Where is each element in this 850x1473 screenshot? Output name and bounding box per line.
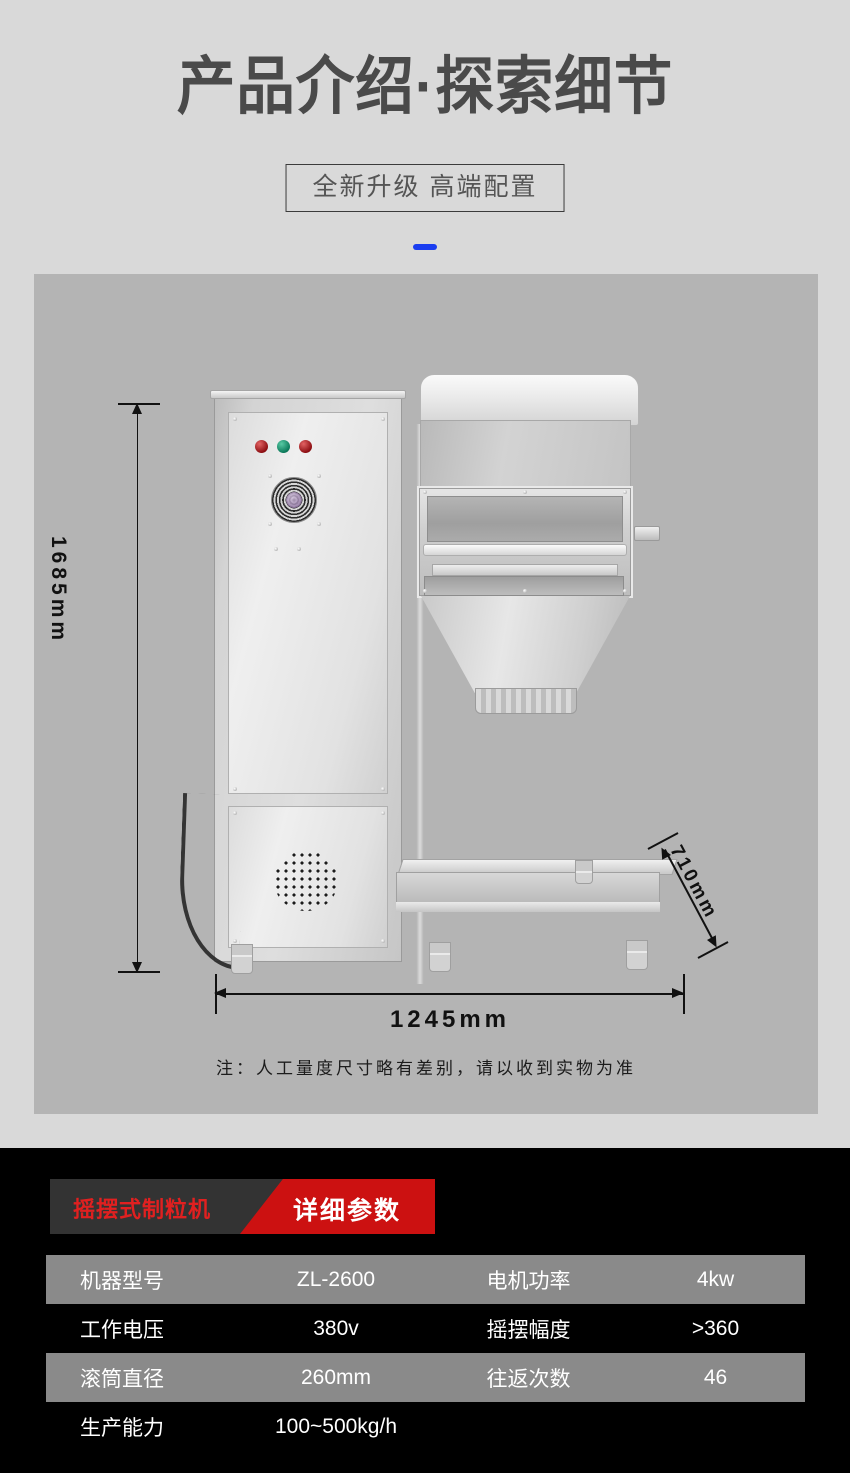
spec-banner-title: 详细参数 (293, 1197, 402, 1225)
spec-value: 260mm (300, 1365, 372, 1389)
dimension-label-depth: 710mm (665, 842, 722, 923)
side-adjustment-knob (634, 526, 660, 541)
discharge-funnel (421, 596, 630, 694)
cooling-fan-grille-icon (271, 477, 317, 523)
product-photo-panel: 1685mm 1245mm 710mm 注：人工量度尺寸略有差别，请以收到实物为… (34, 274, 818, 1114)
screw (623, 589, 627, 593)
dimension-arrow-icon (214, 988, 226, 998)
cabinet-upper-door-panel (228, 412, 388, 794)
adjustable-foot (231, 944, 253, 974)
spec-value: 380v (313, 1316, 359, 1340)
spec-label: 电机功率 (486, 1269, 571, 1293)
screw (381, 939, 385, 943)
dimension-arrow-icon (132, 403, 142, 414)
table-row: 滚筒直径 260mm 往返次数 46 (46, 1353, 805, 1402)
page-header: 产品介绍·探索细节 全新升级 高端配置 (0, 0, 850, 274)
indicator-lamp-red-icon (255, 440, 268, 453)
screw (381, 811, 385, 815)
spec-table: 机器型号 ZL-2600 电机功率 4kw 工作电压 380v 摇摆幅度 >36… (46, 1255, 805, 1451)
adjustable-foot (626, 940, 648, 970)
sieve-rail (432, 564, 618, 576)
dimension-tick (683, 974, 685, 1014)
screw (381, 787, 385, 791)
spec-value: 100~500kg/h (274, 1414, 398, 1438)
sieve-lower-housing (424, 576, 624, 596)
screw (233, 787, 237, 791)
screw (268, 474, 272, 478)
base-platform-front-edge (396, 902, 660, 912)
screw (268, 522, 272, 526)
product-machine-illustration: 1685mm 1245mm 710mm 注：人工量度尺寸略有差别，请以收到实物为… (34, 274, 818, 1114)
spec-banner: 摇摆式制粒机 详细参数 (50, 1179, 435, 1234)
subtitle-text: 全新升级 高端配置 (312, 173, 538, 201)
screw (233, 811, 237, 815)
spec-value: ZL-2600 (296, 1267, 376, 1291)
cooling-fan-hub (286, 492, 302, 508)
roller-cover-lid (420, 374, 639, 426)
dimension-arrow-icon (672, 988, 684, 998)
page-title: 产品介绍·探索细节 (176, 52, 674, 122)
screw (317, 474, 321, 478)
dimension-label-height: 1685mm (47, 536, 70, 645)
screw (233, 939, 237, 943)
spec-label: 工作电压 (80, 1318, 164, 1342)
cabinet-top-rail (210, 390, 406, 399)
subtitle-badge: 全新升级 高端配置 (285, 164, 565, 212)
spec-value: 46 (703, 1365, 728, 1389)
specification-section: 摇摆式制粒机 详细参数 机器型号 ZL-2600 电机功率 4kw 工作电压 3… (0, 1148, 850, 1473)
screw (523, 589, 527, 593)
ventilation-perforation-panel (274, 851, 338, 911)
screw (317, 522, 321, 526)
spec-value: >360 (691, 1316, 740, 1340)
screw (297, 547, 301, 551)
screw (233, 417, 237, 421)
dimension-line-width (216, 993, 684, 995)
dimension-line-height (137, 405, 138, 972)
accent-dash-decoration (413, 244, 437, 250)
screw (523, 490, 527, 494)
screw (623, 490, 627, 494)
spec-label: 机器型号 (80, 1269, 164, 1293)
dimension-arrow-icon (132, 962, 142, 973)
sieve-clamp-bar (423, 544, 627, 556)
screw (381, 417, 385, 421)
table-row: 生产能力 100~500kg/h (46, 1402, 805, 1451)
measurement-note: 注：人工量度尺寸略有差别，请以收到实物为准 (216, 1059, 636, 1078)
indicator-lamp-green-icon (277, 440, 290, 453)
spec-value: 4kw (696, 1267, 735, 1291)
spec-label: 生产能力 (80, 1416, 164, 1440)
adjustable-foot (575, 860, 593, 884)
funnel-outlet-collar (475, 688, 577, 714)
dimension-label-width: 1245mm (389, 1006, 511, 1033)
dimension-group-depth: 710mm (634, 832, 754, 966)
spec-label: 摇摆幅度 (486, 1318, 571, 1342)
sieve-window (427, 496, 623, 542)
screw (423, 589, 427, 593)
adjustable-foot (429, 942, 451, 972)
spec-banner-product-name: 摇摆式制粒机 (73, 1197, 212, 1222)
support-column (416, 424, 424, 984)
screw (423, 490, 427, 494)
spec-label: 滚筒直径 (80, 1367, 164, 1391)
table-row: 机器型号 ZL-2600 电机功率 4kw (46, 1255, 805, 1304)
indicator-lamp-red-icon (299, 440, 312, 453)
hopper-upper-housing (420, 420, 631, 490)
spec-label: 往返次数 (486, 1367, 571, 1391)
screw (274, 547, 278, 551)
table-row: 工作电压 380v 摇摆幅度 >360 (46, 1304, 805, 1353)
